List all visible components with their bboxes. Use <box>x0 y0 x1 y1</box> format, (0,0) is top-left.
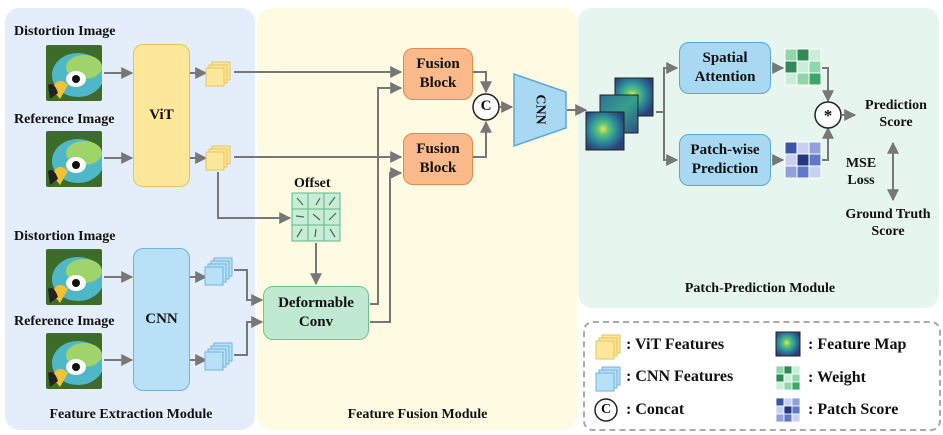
feature-fusion-module-title: Feature Fusion Module <box>347 407 488 422</box>
cnn-trapezoid-label: CNN <box>532 94 548 125</box>
legend-vit-features: : ViT Features <box>626 336 725 353</box>
legend-patch-score-icon <box>775 397 801 423</box>
distortion-image-label-top: Distortion Image <box>14 24 116 39</box>
patch-score-grid <box>784 141 822 179</box>
legend-patch-score: : Patch Score <box>808 401 899 418</box>
reference-image-thumbnail-top <box>46 131 102 187</box>
concat-symbol: C <box>480 98 492 114</box>
patch-wise-prediction-block: Patch-wise Prediction <box>679 134 771 186</box>
vit-feature-cube-top <box>205 61 231 87</box>
offset-label: Offset <box>294 176 331 191</box>
deformable-conv-block: Deformable Conv <box>263 286 369 340</box>
multiply-symbol: * <box>823 106 833 125</box>
vit-encoder-block: ViT <box>133 44 190 187</box>
fusion-block-top: Fusion Block <box>403 48 473 100</box>
spatial-attention-block: Spatial Attention <box>679 42 771 94</box>
legend-panel <box>583 321 941 431</box>
concat-circle <box>472 93 500 121</box>
legend-weight: : Weight <box>808 369 866 386</box>
legend-feature-map-icon <box>775 331 801 357</box>
feature-extraction-module-title: Feature Extraction Module <box>49 407 213 422</box>
feature-map-stack <box>585 77 654 151</box>
mse-loss-label: MSE Loss <box>845 156 877 188</box>
offset-grid <box>291 192 341 242</box>
ground-truth-score-label: Ground Truth Score <box>845 207 931 239</box>
reference-image-label-bottom: Reference Image <box>14 314 115 329</box>
reference-image-label-top: Reference Image <box>14 112 115 127</box>
legend-cnn-features: : CNN Features <box>626 368 734 385</box>
legend-cnn-icon <box>595 366 621 392</box>
distortion-image-thumbnail-top <box>46 45 102 101</box>
reference-image-thumbnail-bottom <box>46 333 102 389</box>
legend-vit-icon <box>595 334 621 360</box>
legend-weight-icon <box>775 365 801 391</box>
patch-prediction-module-title: Patch-Prediction Module <box>684 281 836 296</box>
fusion-block-bottom: Fusion Block <box>403 133 473 185</box>
distortion-image-thumbnail-bottom <box>46 249 102 305</box>
multiply-circle <box>814 101 842 129</box>
cnn-encoder-block: CNN <box>133 248 190 391</box>
distortion-image-label-bottom: Distortion Image <box>14 229 116 244</box>
vit-feature-cube-bottom <box>205 145 231 171</box>
legend-feature-map: : Feature Map <box>808 336 907 353</box>
prediction-score-label: Prediction Score <box>865 98 927 130</box>
legend-concat-circle <box>594 398 618 422</box>
cnn-feature-cube-top <box>204 257 233 286</box>
weight-grid <box>784 48 822 86</box>
legend-concat-symbol: C <box>600 402 612 417</box>
cnn-feature-cube-bottom <box>204 342 233 371</box>
cnn-trapezoid <box>513 72 567 148</box>
legend-concat: : Concat <box>626 401 685 418</box>
